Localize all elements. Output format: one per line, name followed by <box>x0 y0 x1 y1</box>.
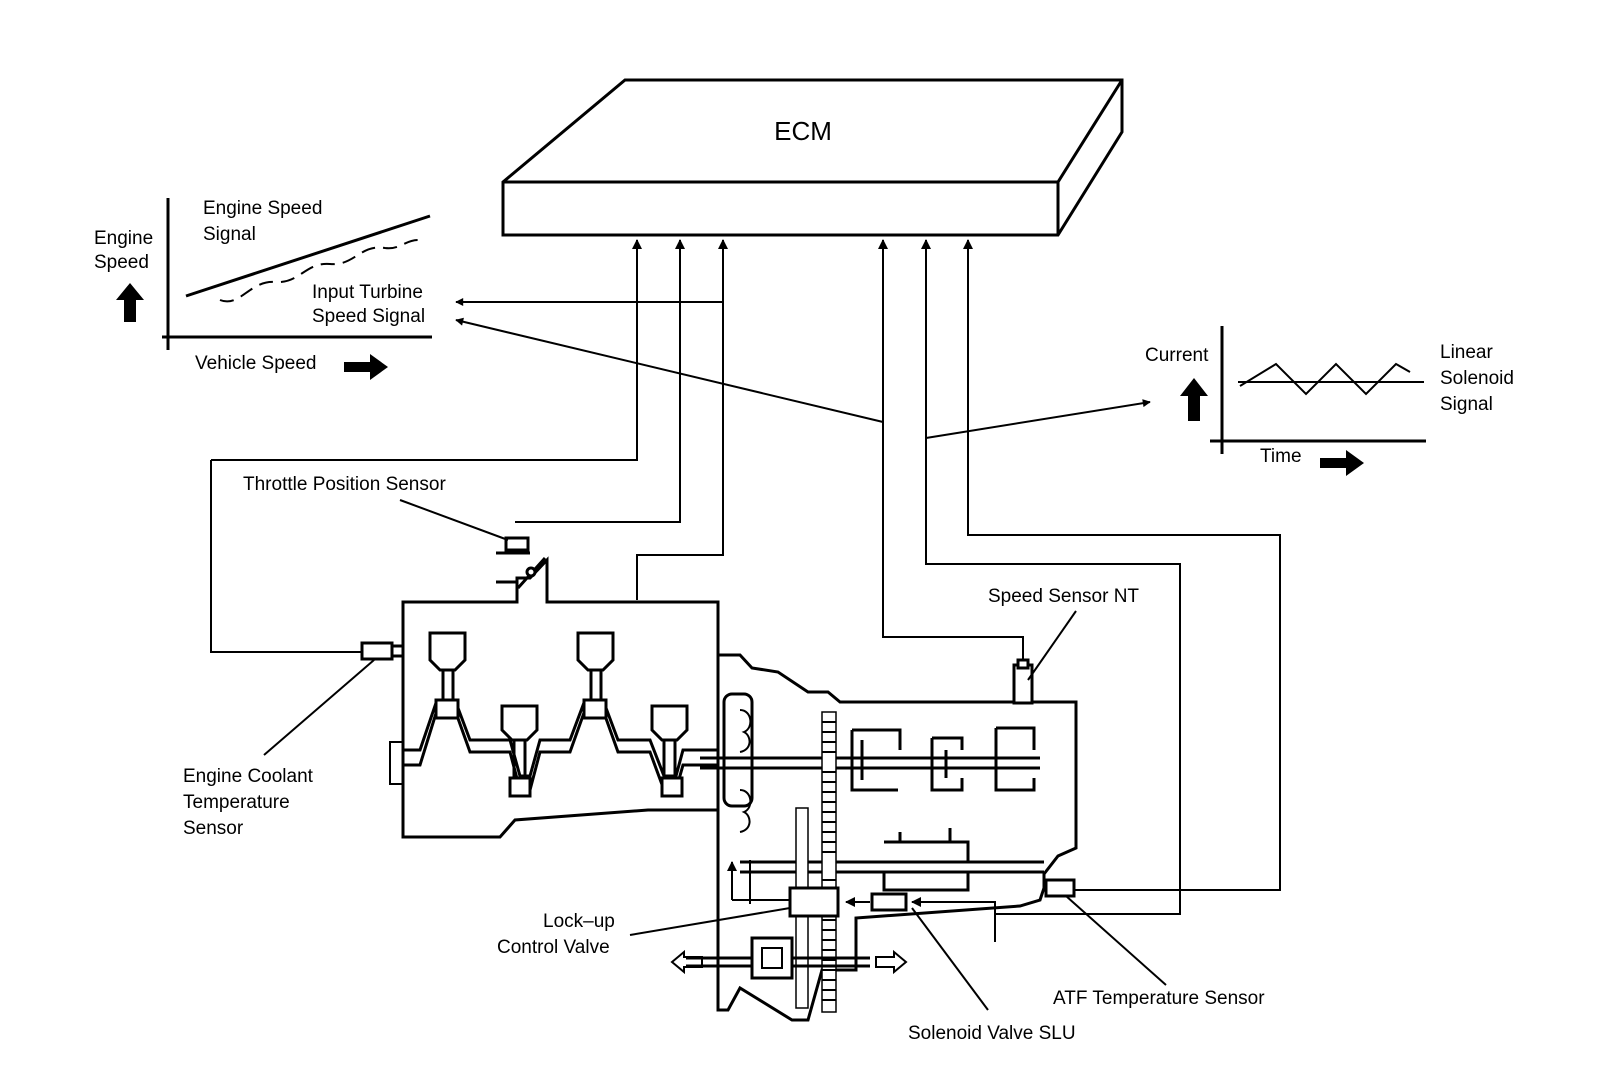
speed-sensor-nt-label: Speed Sensor NT <box>988 586 1139 607</box>
time-right-arrow-icon <box>1320 450 1364 476</box>
atf-temperature-sensor <box>1044 878 1076 898</box>
solenoid-signal-graph: Current Linear Solenoid Signal Time <box>1145 326 1514 476</box>
lock-up-control-valve <box>788 886 840 918</box>
solenoid-valve-slu-label: Solenoid Valve SLU <box>908 1023 1076 1044</box>
engine-speed-graph: Engine Speed Engine Speed Signal Input T… <box>94 198 432 380</box>
current-up-arrow-icon <box>1180 378 1208 421</box>
speed-sensor-nt <box>1012 663 1034 705</box>
turbine-signal-label-1: Input Turbine <box>312 282 423 303</box>
vehicle-speed-x-label: Vehicle Speed <box>195 353 317 374</box>
solenoid-signal-label-2: Solenoid <box>1440 368 1514 389</box>
engine-speed-y-label-1: Engine <box>94 228 153 249</box>
solenoid-signal-label-3: Signal <box>1440 394 1493 415</box>
ecm-box: ECM <box>501 78 1124 237</box>
coolant-label-3: Sensor <box>183 818 244 839</box>
solenoid-signal-label-1: Linear <box>1440 342 1493 363</box>
atf-temperature-sensor-label: ATF Temperature Sensor <box>1053 988 1265 1009</box>
solenoid-valve-slu <box>870 892 908 912</box>
leader-lines <box>263 499 1167 1011</box>
transmission <box>670 653 1078 1022</box>
turbine-signal-label-2: Speed Signal <box>312 306 425 327</box>
engine-speed-signal-label-1: Engine Speed <box>203 198 322 219</box>
current-y-label: Current <box>1145 345 1209 366</box>
engine-speed-y-label-2: Speed <box>94 252 149 273</box>
throttle-position-sensor-label: Throttle Position Sensor <box>243 474 446 495</box>
engine-coolant-temperature-sensor <box>360 641 394 661</box>
coolant-label-2: Temperature <box>183 792 290 813</box>
up-arrow-icon <box>116 283 144 322</box>
lockup-label-1: Lock–up <box>543 911 615 932</box>
right-arrow-icon <box>344 354 388 380</box>
component-labels: Throttle Position Sensor Engine Coolant … <box>183 474 1265 1044</box>
engine-speed-signal-label-2: Signal <box>203 224 256 245</box>
time-x-label: Time <box>1260 446 1302 467</box>
coolant-label-1: Engine Coolant <box>183 766 314 787</box>
lockup-label-2: Control Valve <box>497 937 610 958</box>
engine-block <box>360 536 720 839</box>
ecm-label: ECM <box>774 116 832 146</box>
throttle-position-sensor <box>504 536 530 552</box>
